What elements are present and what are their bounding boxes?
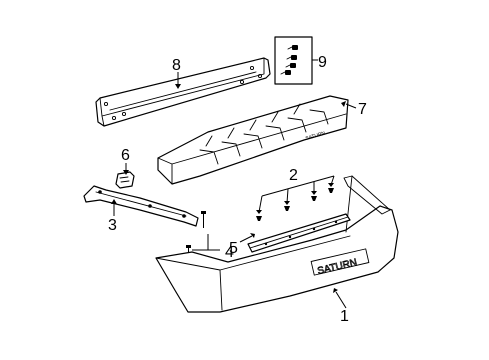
clip-icon xyxy=(328,188,334,193)
leader-lines xyxy=(111,59,357,309)
retainer-clip xyxy=(115,171,135,189)
screw-icon xyxy=(201,211,206,228)
clip-icon xyxy=(256,216,262,221)
callout-5-label: 5 xyxy=(229,240,238,257)
clip-icon xyxy=(311,196,317,201)
callout-1: 1 xyxy=(340,308,349,325)
callout-4: 4 xyxy=(225,244,234,261)
callout-9: 9 xyxy=(318,54,327,71)
bolt-icon xyxy=(286,55,297,60)
callout-2: 2 xyxy=(289,167,298,184)
callout-3: 3 xyxy=(108,217,117,234)
bolt-icon xyxy=(285,63,296,68)
callout-6: 6 xyxy=(121,147,130,164)
energy-absorber: SATURN xyxy=(157,95,349,185)
bumper-fascia: SATURN xyxy=(155,175,399,313)
push-clip-set xyxy=(256,188,334,221)
bolt-icon xyxy=(287,45,298,50)
clip-icon xyxy=(284,206,290,211)
callout-7: 7 xyxy=(358,101,367,118)
trim-strip xyxy=(247,213,351,253)
absorber-embossed-text: SATURN xyxy=(305,130,326,141)
callout-8: 8 xyxy=(172,57,181,74)
bolt-icon xyxy=(280,70,291,75)
side-bracket xyxy=(83,185,199,227)
impact-bar xyxy=(95,57,271,127)
